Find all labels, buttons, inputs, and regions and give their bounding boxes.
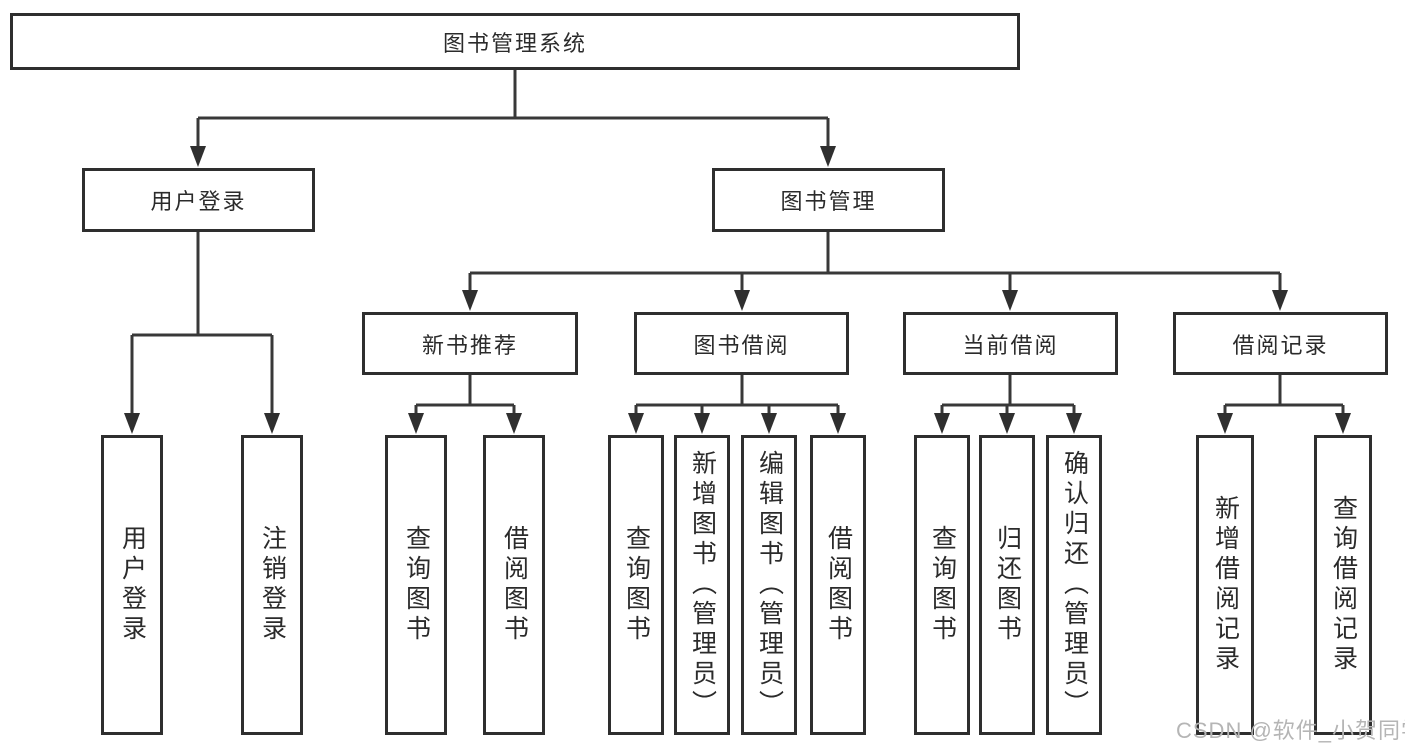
node-label: 借阅图书: [824, 525, 853, 645]
node-label: 用户登录: [118, 525, 147, 645]
node-label: 借阅图书: [500, 525, 529, 645]
node-new-book-recommend: 新书推荐: [362, 312, 578, 375]
node-current-borrow: 当前借阅: [903, 312, 1118, 375]
leaf-recommend-borrow-book: 借阅图书: [483, 435, 545, 735]
node-label: 用户登录: [150, 189, 247, 214]
leaf-current-query-book: 查询图书: [914, 435, 970, 735]
leaf-query-borrow-record: 查询借阅记录: [1314, 435, 1372, 735]
node-system-root: 图书管理系统: [10, 13, 1020, 70]
node-label: 新增图书（管理员）: [688, 450, 717, 720]
leaf-logout: 注销登录: [241, 435, 303, 735]
leaf-return-book: 归还图书: [979, 435, 1035, 735]
node-label: 当前借阅: [962, 332, 1059, 358]
node-label: 查询借阅记录: [1329, 495, 1358, 675]
leaf-edit-book-admin: 编辑图书（管理员）: [741, 435, 797, 735]
leaf-add-borrow-record: 新增借阅记录: [1196, 435, 1254, 735]
node-user-login: 用户登录: [82, 168, 315, 232]
node-label: 新增借阅记录: [1211, 495, 1240, 675]
node-label: 编辑图书（管理员）: [755, 450, 784, 720]
leaf-add-book-admin: 新增图书（管理员）: [674, 435, 730, 735]
node-label: 查询图书: [622, 525, 651, 645]
node-label: 归还图书: [993, 525, 1022, 645]
node-label: 确认归还（管理员）: [1060, 450, 1089, 720]
leaf-recommend-query-book: 查询图书: [385, 435, 447, 735]
csdn-watermark: CSDN @软件_小贺同学: [1176, 718, 1405, 743]
node-label: 图书管理: [780, 189, 877, 214]
node-label: 图书管理系统: [442, 30, 587, 56]
node-label: 注销登录: [258, 525, 287, 645]
leaf-user-login: 用户登录: [101, 435, 163, 735]
node-label: 新书推荐: [421, 332, 518, 358]
node-label: 查询图书: [928, 525, 957, 645]
leaf-confirm-return-admin: 确认归还（管理员）: [1046, 435, 1102, 735]
arrowheads: [124, 146, 1351, 434]
node-label: 查询图书: [402, 525, 431, 645]
node-label: 借阅记录: [1232, 332, 1329, 358]
leaf-borrow-query-book: 查询图书: [608, 435, 664, 735]
node-book-management: 图书管理: [712, 168, 945, 232]
node-label: 图书借阅: [693, 332, 790, 358]
node-book-borrow: 图书借阅: [634, 312, 849, 375]
leaf-borrow-book: 借阅图书: [810, 435, 866, 735]
node-borrow-record: 借阅记录: [1173, 312, 1388, 375]
